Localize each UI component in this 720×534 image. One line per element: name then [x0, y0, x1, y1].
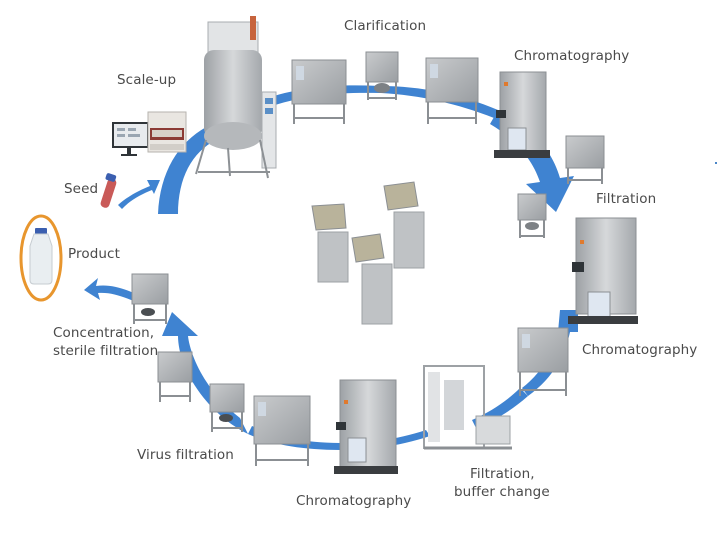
- label-concentration-line2: sterile filtration: [53, 343, 159, 359]
- stray-dot: [715, 162, 717, 164]
- filtration-buffer-skid: [423, 365, 512, 450]
- label-chromatography-3: Chromatography: [296, 493, 412, 509]
- virus-filtration-pump: [209, 383, 245, 432]
- label-scale-up: Scale-up: [117, 72, 177, 88]
- arrow-bottom-left-segment: [248, 426, 340, 450]
- chromatography-system-1: [494, 71, 550, 158]
- label-filtration-buffer-line2: buffer change: [454, 484, 550, 500]
- clarification-tank-2: [425, 57, 479, 124]
- chromatography-tank-right: [517, 327, 569, 396]
- scaleup-equipment-illustration: [112, 111, 187, 156]
- console-front: [351, 233, 393, 325]
- product-bottle-illustration: [19, 214, 63, 302]
- arrow-to-product: [84, 278, 140, 302]
- chromatography-system-2: [568, 217, 638, 324]
- seed-tube-illustration: [100, 173, 117, 208]
- clarification-tank-1: [291, 59, 347, 124]
- arrow-seed: [118, 180, 160, 209]
- label-virus-filtration: Virus filtration: [137, 447, 234, 463]
- arrow-top-segment-2: [380, 86, 498, 118]
- label-concentration-line1: Concentration,: [53, 325, 155, 341]
- label-clarification: Clarification: [344, 18, 427, 34]
- bioreactor-illustration: [195, 16, 277, 179]
- label-seed: Seed: [64, 181, 99, 197]
- filtration-pump-skid: [517, 193, 547, 238]
- chromatography-system-3: [334, 379, 398, 474]
- label-filtration: Filtration: [596, 191, 657, 207]
- console-right: [383, 181, 425, 269]
- concentration-pump-skid: [131, 273, 169, 324]
- arrow-to-concentration: [162, 312, 248, 434]
- label-product: Product: [68, 246, 120, 262]
- label-chromatography-2: Chromatography: [582, 342, 698, 358]
- label-filtration-buffer-line1: Filtration,: [470, 466, 535, 482]
- clarification-pump: [365, 51, 399, 100]
- label-chromatography-1: Chromatography: [514, 48, 630, 64]
- control-consoles-center: [311, 181, 425, 325]
- virus-filtration-tank: [253, 395, 311, 466]
- arrow-top-segment: [262, 85, 380, 108]
- concentration-tank: [157, 351, 193, 402]
- filtration-tank-small: [565, 135, 605, 184]
- arrow-scaleup-segment: [158, 125, 216, 214]
- console-left: [311, 203, 349, 283]
